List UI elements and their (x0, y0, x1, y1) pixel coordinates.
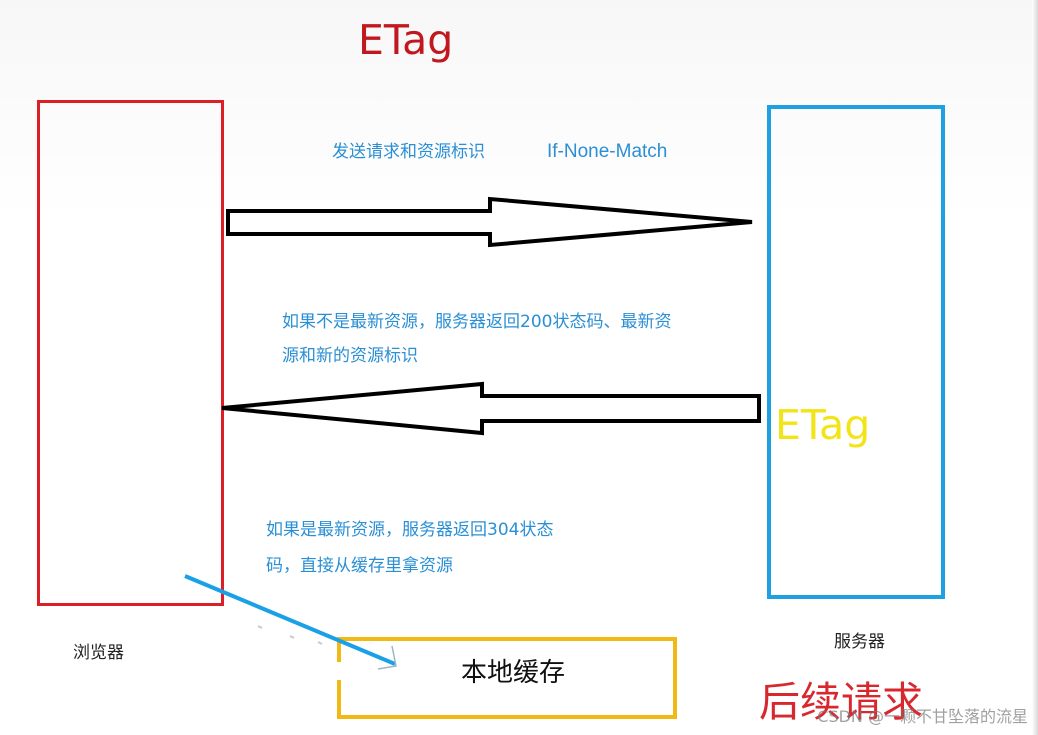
request-arrow (226, 196, 753, 248)
faint-trail (257, 625, 323, 645)
cache-link-line (184, 574, 396, 666)
browser-box (37, 100, 224, 606)
server-label: 服务器 (834, 632, 885, 652)
request-header-name: If-None-Match (547, 141, 668, 162)
browser-label: 浏览器 (73, 643, 124, 663)
cache-link-arrowhead (377, 645, 397, 670)
window-edge-shadow (1032, 0, 1038, 735)
response-cached-text-line1: 如果是最新资源，服务器返回304状态 (266, 520, 554, 540)
diagram-title: ETag (358, 16, 454, 64)
request-label: 发送请求和资源标识 (332, 142, 485, 162)
csdn-watermark: CSDN @一颗不甘坠落的流星 (817, 707, 1028, 726)
response-cached-text-line2: 码，直接从缓存里拿资源 (266, 556, 453, 576)
server-etag-label: ETag (775, 401, 871, 449)
response-arrow (221, 381, 761, 436)
response-new-text-line1: 如果不是最新资源，服务器返回200状态码、最新资 (282, 312, 672, 332)
response-new-text-line2: 源和新的资源标识 (282, 346, 418, 366)
local-cache-label: 本地缓存 (461, 658, 566, 688)
server-box (767, 105, 945, 599)
followup-request-label: 后续请求 (759, 678, 923, 726)
